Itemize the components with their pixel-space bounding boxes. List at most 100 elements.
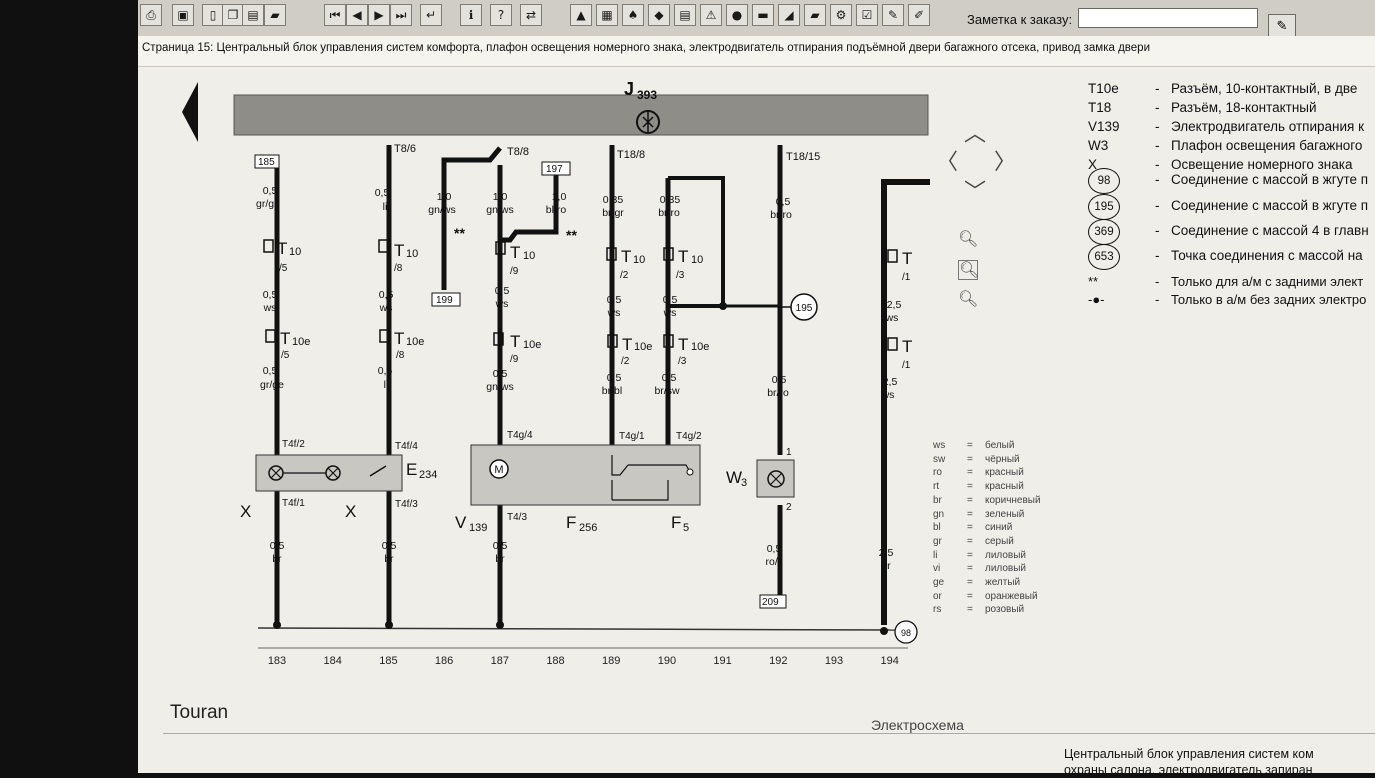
first-page-button[interactable]: ⏮: [324, 4, 346, 26]
wire-label: 0,5: [263, 365, 278, 377]
tool-11-button[interactable]: ⚙: [830, 4, 852, 26]
color-code: br: [933, 494, 942, 506]
connector-letter: T: [280, 329, 290, 348]
color-eq: =: [967, 440, 973, 451]
tool-4-button[interactable]: ◆: [648, 4, 670, 26]
legend-code: W3: [1088, 138, 1109, 153]
help-icon: ?: [497, 8, 505, 22]
column-number: 193: [825, 655, 843, 667]
car-icon: ▰: [270, 8, 280, 22]
connector-pin: /2: [620, 270, 629, 281]
prev-page-button[interactable]: ◀: [346, 4, 368, 26]
wire-label: 0,5: [375, 187, 390, 199]
warning-button[interactable]: ⚠: [700, 4, 722, 26]
tool-8-icon: ▬: [757, 8, 769, 22]
column-number: 184: [324, 655, 342, 667]
swap-button[interactable]: ⇄: [520, 4, 542, 26]
connector-sub: 10e: [634, 341, 652, 353]
new-page-button[interactable]: ▯: [202, 4, 224, 26]
component-v139: [470, 444, 701, 506]
footer-description: Центральный блок управления систем ком о…: [1064, 746, 1375, 778]
column-number: 190: [658, 655, 676, 667]
color-eq: =: [967, 467, 973, 479]
zoom-in-icon[interactable]: 🔍︎: [958, 229, 979, 248]
color-name: зеленый: [985, 508, 1025, 520]
connector-t10e-3: T 10e /3: [663, 334, 709, 367]
wire-color: ws: [379, 302, 393, 314]
scroll-down-icon[interactable]: ﹀: [964, 180, 987, 205]
color-code: gn: [933, 508, 945, 520]
print-button[interactable]: ▣: [172, 4, 194, 26]
tool-12-button[interactable]: ☑: [856, 4, 878, 26]
clipboard-button[interactable]: ▤: [242, 4, 264, 26]
tool-2-button[interactable]: ▦: [596, 4, 618, 26]
new-page-icon: ▯: [209, 8, 217, 22]
order-note-button[interactable]: ✎: [1268, 14, 1296, 38]
info-icon: ℹ: [468, 8, 474, 22]
color-code: or: [933, 590, 942, 602]
legend-text: Соединение с массой 4 в главн: [1171, 223, 1369, 238]
tool-5-button[interactable]: ▤: [674, 4, 696, 26]
tool-10-button[interactable]: ▰: [804, 4, 826, 26]
tool-3-button[interactable]: ♠: [622, 4, 644, 26]
scroll-up-icon[interactable]: ︿: [964, 122, 987, 147]
zoom-out-icon[interactable]: 🔍︎: [958, 289, 979, 308]
legend-dash: -: [1155, 248, 1160, 263]
legend-text: Разъём, 18-контактный: [1171, 100, 1317, 115]
legend-code: T10e: [1088, 81, 1119, 96]
connector-t10-9: T 10 /9: [495, 241, 535, 277]
connector-letter: T: [621, 247, 631, 266]
ground-circle-icon: 369: [1088, 219, 1120, 245]
tool-13-button[interactable]: ✎: [882, 4, 904, 26]
legend-dash: -: [1155, 292, 1160, 307]
car-button[interactable]: ▰: [264, 4, 286, 26]
last-page-button[interactable]: ⏭: [390, 4, 412, 26]
wire-color: br/ro: [658, 207, 680, 219]
tool-11-icon: ⚙: [835, 8, 847, 22]
tool-14-icon: ✐: [913, 8, 925, 22]
ref-box-199: 199: [436, 295, 453, 306]
wire-color: li: [383, 201, 388, 213]
color-eq: =: [967, 604, 973, 616]
wire-label: 1,0: [552, 191, 567, 203]
pin-t4g2: T4g/2: [676, 431, 702, 442]
tool-7-button[interactable]: ●: [726, 4, 748, 26]
footer-model: Touran: [170, 702, 229, 723]
back-arrow-icon[interactable]: [182, 82, 198, 142]
legend-text: Плафон освещения багажного: [1171, 138, 1363, 153]
pin-t8-6: T8/6: [394, 143, 416, 155]
page-header: Страница 15: Центральный блок управления…: [138, 36, 1375, 67]
return-button[interactable]: ↵: [420, 4, 442, 26]
scroll-right-icon[interactable]: 〉: [994, 150, 1017, 175]
color-code: gr: [933, 535, 942, 547]
tool-9-button[interactable]: ◢: [778, 4, 800, 26]
tool-1-button[interactable]: ▲: [570, 4, 592, 26]
ground-circle-icon: 653: [1088, 244, 1120, 270]
last-page-icon: ⏭: [395, 8, 407, 22]
wire-label: 0,5: [382, 540, 397, 552]
motor-icon: [489, 459, 509, 479]
color-code: ge: [933, 577, 945, 588]
tool-8-button[interactable]: ▬: [752, 4, 774, 26]
scroll-left-icon[interactable]: 〈: [936, 150, 959, 175]
zoom-fit-icon[interactable]: 🔍︎: [958, 260, 980, 280]
connector-t10e-5: T 10e /5: [265, 329, 310, 361]
connector-pin: /2: [621, 356, 630, 367]
wire-label: 0,5: [607, 294, 622, 306]
info-button[interactable]: ℹ: [460, 4, 482, 26]
tool-5-icon: ▤: [679, 8, 691, 22]
color-code: ro: [933, 467, 942, 479]
wire-color: br: [495, 553, 505, 565]
wire-color: bl/ro: [546, 204, 567, 216]
help-button[interactable]: ?: [490, 4, 512, 26]
tool-7-icon: ●: [731, 8, 743, 22]
swap-icon: ⇄: [525, 8, 537, 22]
motor-label: M: [494, 464, 503, 476]
tool-14-button[interactable]: ✐: [908, 4, 930, 26]
color-code: rt: [933, 481, 940, 493]
next-page-button[interactable]: ▶: [368, 4, 390, 26]
component-f5: F: [671, 513, 681, 532]
order-note-input[interactable]: [1078, 8, 1258, 28]
print-preview-button[interactable]: ⎙: [140, 4, 162, 26]
component-e: E: [406, 460, 417, 479]
